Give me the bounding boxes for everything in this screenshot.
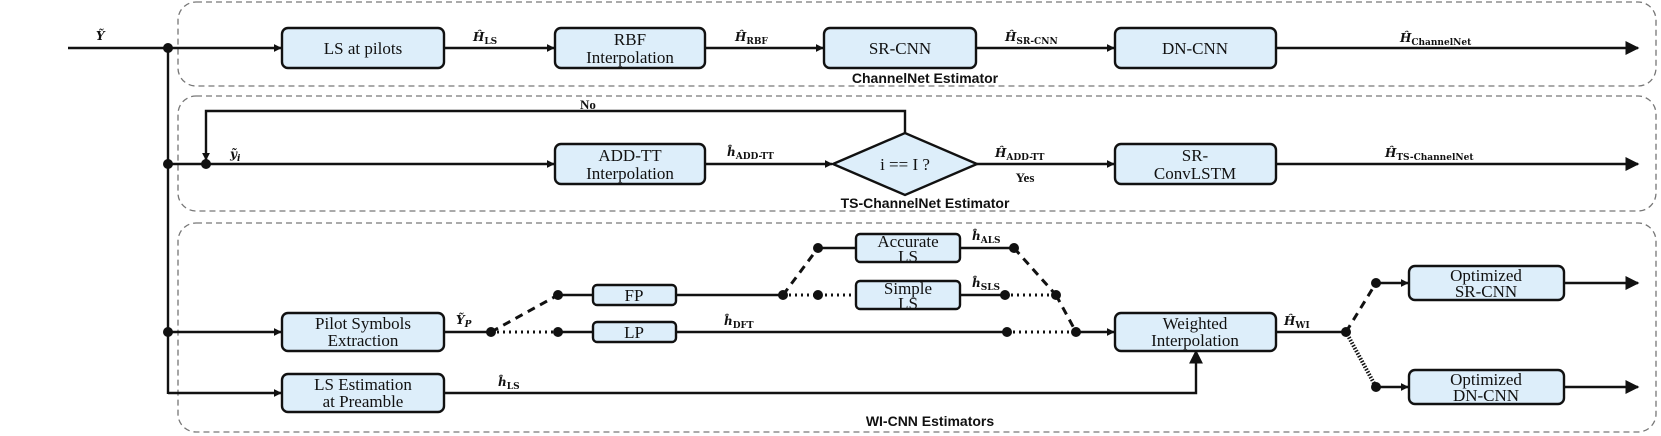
accurate-ls-label-line1: Accurate: [877, 232, 938, 251]
simple-ls-label-line2: LS: [898, 294, 918, 313]
h-tschannelnet-label: ĤTS-ChannelNet: [1384, 145, 1474, 163]
junction-merge: [1051, 290, 1061, 300]
junction-accurate-in: [813, 243, 823, 253]
opt-sr-label-line2: SR-CNN: [1455, 282, 1517, 301]
ts-channelnet-group-title: TS-ChannelNet Estimator: [841, 195, 1010, 211]
preamble-label-line2: at Preamble: [323, 392, 404, 411]
opt-dn-label-line2: DN-CNN: [1453, 386, 1519, 405]
wi-cnn-group-title: WI-CNN Estimators: [866, 413, 995, 429]
lp-label: LP: [624, 323, 644, 342]
junction-wi-out: [1341, 327, 1351, 337]
rbf-label-line2: Interpolation: [586, 48, 674, 67]
decision-label: i == I ?: [880, 155, 930, 174]
channelnet-group: [177, 1, 1657, 87]
opt-dn-branch-dense: [1344, 331, 1378, 388]
junction-ts: [163, 159, 173, 169]
channelnet-group-title: ChannelNet Estimator: [852, 70, 999, 86]
junction-accurate-out: [1009, 243, 1019, 253]
y-i-label: ỹi: [229, 147, 241, 164]
junction-yp: [486, 327, 496, 337]
add-tt-label-line1: ADD-TT: [598, 146, 662, 165]
h-wi-label: ĤWI: [1283, 313, 1310, 331]
junction-wi-in: [1071, 327, 1081, 337]
fp-branch-dashed: [490, 293, 559, 334]
fp-label: FP: [625, 286, 644, 305]
pilot-extraction-label-line2: Extraction: [328, 331, 399, 350]
yes-label: Yes: [1016, 170, 1035, 185]
junction-fp-out: [778, 290, 788, 300]
h-srcnn-label: ĤSR-CNN: [1004, 29, 1058, 47]
feedback-no-loop: [202, 109, 907, 161]
h-rbf-label: ĤRBF: [734, 29, 768, 47]
opt-dn-label-line1: Optimized: [1450, 370, 1522, 389]
junction-opt-sr: [1371, 278, 1381, 288]
pilot-extraction-label-line1: Pilot Symbols: [315, 314, 411, 333]
junction-top: [163, 43, 173, 53]
sr-convlstm-label-line2: ConvLSTM: [1154, 164, 1236, 183]
accurate-branch-dashed: [781, 247, 820, 296]
dn-cnn-label: DN-CNN: [1162, 39, 1228, 58]
junction-dft: [1002, 327, 1012, 337]
merge-to-wi-dashed: [1054, 294, 1078, 333]
wi-cnn-group: [177, 222, 1657, 433]
preamble-to-weighted-arrow: [444, 349, 1203, 395]
preamble-label-line1: LS Estimation: [314, 375, 412, 394]
opt-sr-branch-dashed: [1344, 282, 1378, 333]
junction-feedback: [201, 159, 211, 169]
h-als-label: ĥALS: [972, 228, 1001, 246]
ls-at-pilots-label: LS at pilots: [324, 39, 402, 58]
h-dft-label: ĥDFT: [724, 313, 754, 331]
h-addtt-i-label: ĥADD-TT: [727, 144, 774, 162]
sr-cnn-label: SR-CNN: [869, 39, 931, 58]
junction-simple-in: [813, 290, 823, 300]
opt-sr-label-line1: Optimized: [1450, 266, 1522, 285]
junction-simple-out: [1000, 290, 1010, 300]
simple-ls-label-line1: Simple: [884, 279, 932, 298]
junction-wi: [163, 327, 173, 337]
rbf-label-line1: RBF: [614, 30, 646, 49]
junction-fp-in: [553, 290, 563, 300]
weighted-label-line1: Weighted: [1163, 314, 1228, 333]
h-channelnet-label: ĤChannelNet: [1399, 30, 1472, 48]
weighted-label-line2: Interpolation: [1151, 331, 1239, 350]
junction-lp-in: [553, 327, 563, 337]
h-sls-label: ĥSLS: [972, 275, 1000, 293]
y-p-label: ỸP: [456, 312, 472, 330]
add-tt-label-line2: Interpolation: [586, 164, 674, 183]
sr-convlstm-label-line1: SR-: [1182, 146, 1209, 165]
ts-channelnet-group: [177, 95, 1657, 212]
h-ls-preamble-label: ĥLS: [498, 374, 520, 392]
no-label: No: [580, 97, 596, 112]
accurate-merge-dashed: [1012, 247, 1058, 296]
h-ls-label: ĤLS: [472, 29, 497, 47]
h-addtt-label: ĤADD-TT: [994, 145, 1045, 163]
junction-opt-dn: [1371, 382, 1381, 392]
input-label: Ỹ: [96, 28, 106, 43]
accurate-ls-label-line2: LS: [898, 247, 918, 266]
